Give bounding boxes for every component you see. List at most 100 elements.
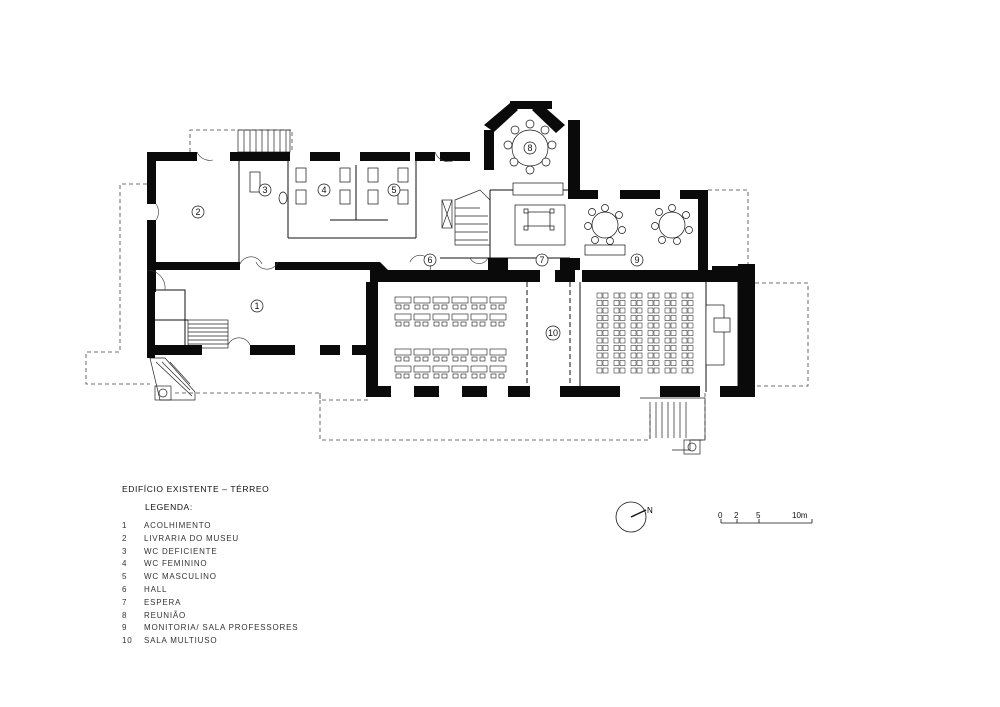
auditorium-seat — [670, 300, 677, 306]
desk-chair — [395, 373, 402, 379]
desk — [470, 313, 488, 321]
legend-item-label: ACOLHIMENTO — [144, 521, 212, 530]
auditorium-seat — [636, 307, 643, 314]
room-tag-10: 10 — [548, 328, 558, 338]
auditorium-seat — [630, 360, 637, 366]
auditorium-seat — [636, 292, 643, 299]
auditorium-seat — [670, 360, 677, 366]
desk-chair — [422, 321, 429, 327]
desk-chair — [414, 304, 421, 310]
auditorium-seat — [613, 337, 620, 344]
auditorium-seat — [613, 292, 620, 299]
auditorium-seat — [681, 337, 688, 344]
auditorium-seat — [687, 292, 694, 299]
desk — [451, 365, 469, 373]
auditorium-seat — [596, 307, 603, 314]
auditorium-seat — [596, 330, 603, 336]
auditorium-seat — [619, 330, 626, 336]
auditorium-seat — [636, 330, 643, 336]
auditorium-seat — [613, 352, 620, 359]
desk-chair — [414, 321, 421, 327]
desk-chair — [441, 304, 448, 310]
desk — [413, 313, 431, 321]
desk-chair — [414, 356, 421, 362]
desk-chair — [498, 304, 505, 310]
desk-chair — [403, 321, 410, 327]
desk — [413, 348, 431, 356]
auditorium-seat — [602, 367, 609, 374]
auditorium-seat — [670, 322, 677, 329]
auditorium-seat — [619, 360, 626, 366]
desk-chair — [433, 373, 440, 379]
auditorium-seat — [630, 292, 637, 299]
auditorium-seat — [619, 292, 626, 299]
auditorium-seat — [647, 330, 654, 336]
auditorium-seat — [664, 352, 671, 359]
legend-item-label: REUNIÃO — [144, 610, 187, 620]
auditorium-seat — [619, 345, 626, 351]
room-tag-8: 8 — [527, 143, 532, 153]
auditorium-seat — [681, 307, 688, 314]
desk-chair — [433, 356, 440, 362]
legend-item-number: 1 — [122, 521, 128, 530]
desk-chair — [395, 356, 402, 362]
desk-chair — [403, 373, 410, 379]
desk-chair — [433, 304, 440, 310]
drawing-title: EDIFÍCIO EXISTENTE – TÉRREO — [122, 484, 270, 494]
legend-item-label: WC FEMININO — [144, 559, 208, 569]
desk-chair — [441, 373, 448, 379]
auditorium-seat — [602, 330, 609, 336]
auditorium-seat — [630, 322, 637, 329]
room-tag-circle — [387, 183, 401, 197]
auditorium-seat — [681, 322, 688, 329]
auditorium-seat — [630, 345, 637, 351]
auditorium-seat — [647, 322, 654, 329]
auditorium-seat — [613, 360, 620, 366]
desk — [489, 313, 507, 321]
auditorium-seat — [647, 337, 654, 344]
auditorium-seat — [647, 292, 654, 299]
room-tag-2: 2 — [195, 207, 200, 217]
desk-chair — [452, 356, 459, 362]
auditorium-seat — [670, 345, 677, 351]
auditorium-seat — [613, 315, 620, 321]
desk-chair — [471, 373, 478, 379]
legend-item-label: HALL — [144, 584, 168, 594]
desk-chair — [441, 356, 448, 362]
auditorium-seat — [653, 360, 660, 366]
desk-chair — [460, 356, 467, 362]
auditorium-seat — [670, 315, 677, 321]
wc-fixtures — [249, 167, 409, 205]
auditorium-seat — [681, 360, 688, 366]
desk — [413, 365, 431, 373]
room-tag-9: 9 — [634, 255, 639, 265]
auditorium-seat — [596, 292, 603, 299]
auditorium-seat — [636, 360, 643, 366]
auditorium-seat — [596, 360, 603, 366]
room-tag-5: 5 — [391, 185, 396, 195]
north-label: N — [647, 506, 653, 515]
auditorium-seat — [687, 322, 694, 329]
auditorium-seat — [613, 307, 620, 314]
auditorium-seat — [630, 337, 637, 344]
auditorium-seat — [670, 307, 677, 314]
legend-item-number: 8 — [122, 610, 128, 620]
auditorium-seat — [596, 367, 603, 374]
desk-chair — [460, 321, 467, 327]
room-tag-1: 1 — [254, 301, 259, 311]
auditorium-seat — [647, 300, 654, 306]
auditorium-seat — [619, 300, 626, 306]
auditorium-seat — [647, 367, 654, 374]
desk — [432, 313, 450, 321]
auditorium-seat — [653, 300, 660, 306]
desk-chair — [452, 304, 459, 310]
desk-chair — [479, 304, 486, 310]
